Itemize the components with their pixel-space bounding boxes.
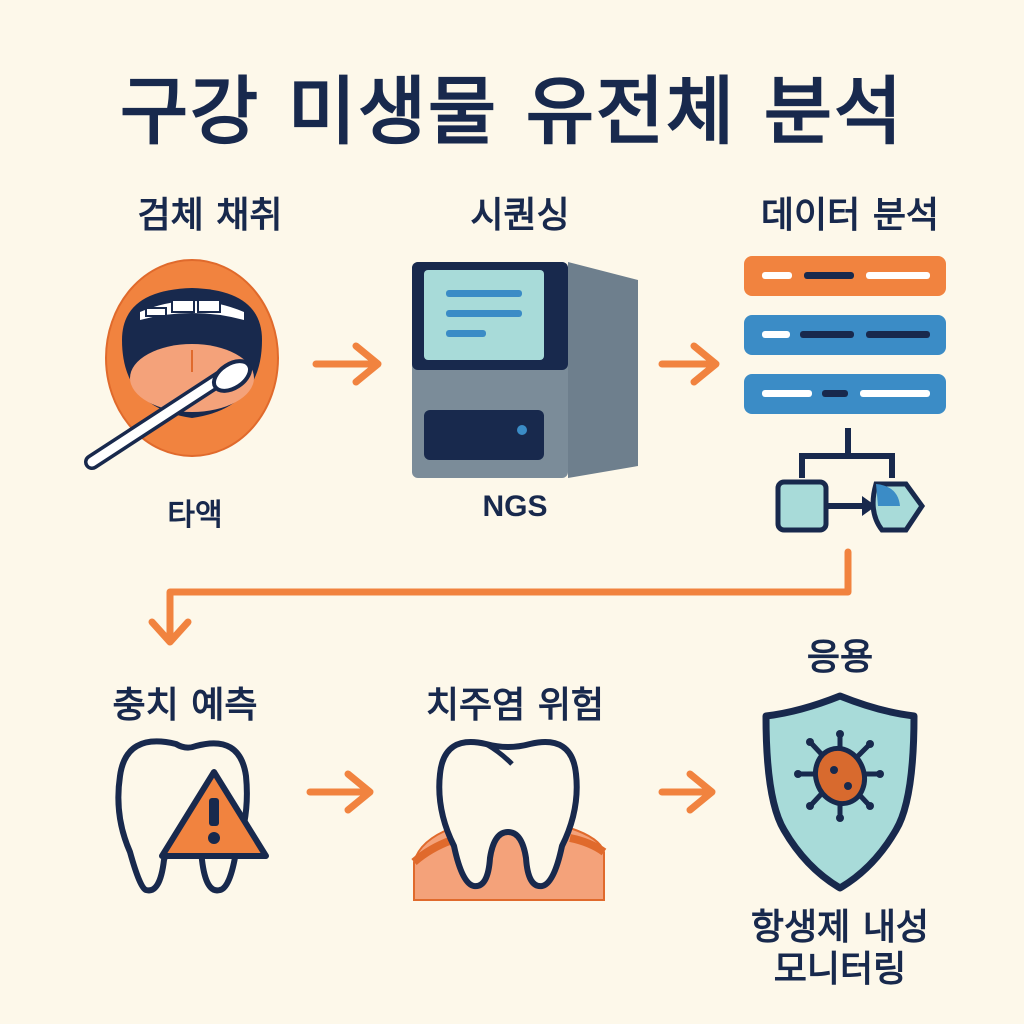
step-sequence-label: 시퀀싱	[470, 195, 570, 236]
app-resistance-label-2: 모니터링	[773, 949, 907, 990]
step-collect-sub: 타액	[167, 498, 223, 533]
connector-arrow-icon	[148, 548, 852, 646]
app-periodontal-label: 치주염 위험	[425, 685, 605, 726]
shield-bacteria-icon	[762, 692, 918, 892]
data-bars-icon	[744, 256, 946, 414]
arrow-right-icon	[306, 770, 374, 814]
arrow-right-icon	[658, 342, 720, 386]
arrow-right-icon	[658, 770, 716, 814]
tooth-warning-icon	[115, 738, 269, 894]
arrow-right-icon	[312, 342, 382, 386]
step-sequence-sub: NGS	[482, 490, 548, 523]
tree-diagram-icon	[775, 428, 926, 533]
step-collect-label: 검체 채취	[137, 195, 283, 236]
page-title: 구강 미생물 유전체 분석	[119, 69, 905, 155]
step-analyze-label: 데이터 분석	[760, 195, 940, 236]
mouth-icon	[84, 259, 279, 470]
app-resistance-label-1: 항생제 내성	[750, 907, 930, 948]
tooth-gum-icon	[411, 739, 607, 901]
sequencer-icon	[412, 262, 638, 478]
app-caries-label: 충치 예측	[112, 685, 258, 726]
applications-header: 응용	[806, 637, 874, 678]
